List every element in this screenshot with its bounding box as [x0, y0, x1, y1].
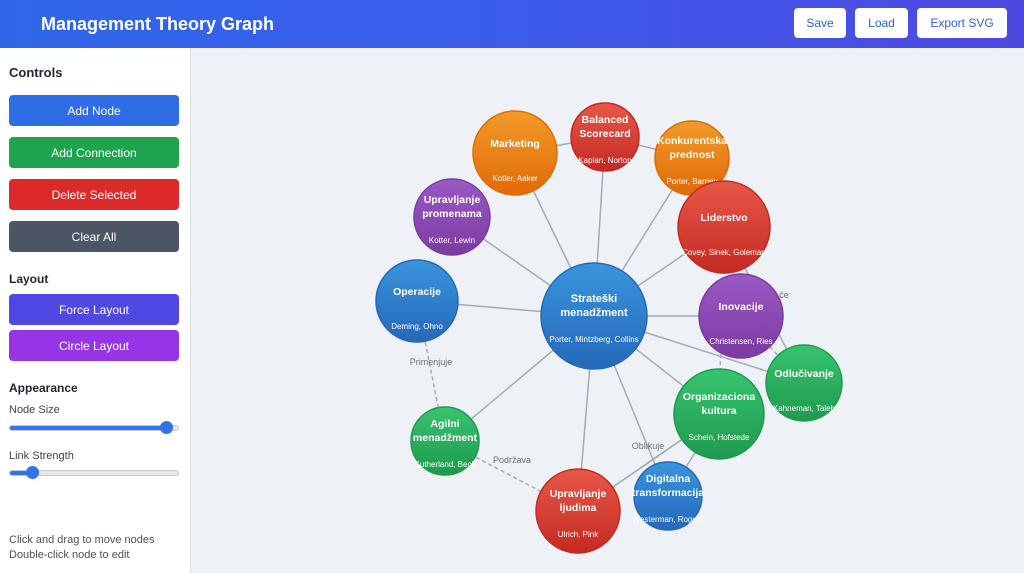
node-title-orgk: Organizaciona	[683, 391, 756, 403]
node-title-upro: promenama	[422, 208, 482, 220]
node-authors-oper: Deming, Ohno	[391, 322, 443, 331]
node-title-lider: Liderstvo	[700, 212, 747, 224]
node-authors-inov: Christensen, Ries	[709, 337, 772, 346]
link-strength-label: Link Strength	[9, 450, 74, 462]
node-size-slider-thumb[interactable]	[160, 421, 174, 434]
node-title-oper: Operacije	[393, 286, 441, 298]
node-authors-lider: Covey, Sinek, Goleman	[682, 248, 765, 257]
node-circle-lider[interactable]	[677, 180, 771, 274]
node-size-label: Node Size	[9, 404, 60, 416]
node-title-inov: Inovacije	[719, 301, 764, 313]
app-header: Management Theory Graph Save Load Export…	[0, 0, 1024, 48]
node-size-slider-fill	[10, 426, 167, 430]
node-title-digt: Digitalna	[646, 473, 690, 485]
add-connection-button[interactable]: Add Connection	[9, 137, 179, 168]
load-button[interactable]: Load	[855, 8, 908, 38]
node-circle-agil[interactable]	[410, 406, 480, 476]
graph-canvas[interactable]: PrimenjujePodržavaZčeOblikuje Strateškim…	[192, 48, 1024, 573]
node-circle-oper[interactable]	[375, 259, 459, 343]
clear-all-button[interactable]: Clear All	[9, 221, 179, 252]
link-label-inov-odl: če	[779, 290, 789, 300]
node-authors-marketing: Kotler, Aaker	[492, 174, 538, 183]
node-title-bsc: Scorecard	[579, 128, 630, 140]
controls-heading: Controls	[9, 65, 63, 80]
add-node-button[interactable]: Add Node	[9, 95, 179, 126]
delete-selected-button[interactable]: Delete Selected	[9, 179, 179, 210]
node-circle-digt[interactable]	[633, 461, 703, 531]
link-label-orgk-ulj: Oblikuje	[632, 441, 665, 451]
app-title: Management Theory Graph	[41, 13, 275, 34]
node-title-konk: Konkurentska	[657, 135, 727, 147]
node-title-odl: Odlučivanje	[774, 368, 834, 380]
link-label-oper-agil: Primenjuje	[410, 357, 453, 367]
link-strength-slider-fill	[10, 471, 32, 475]
node-size-slider[interactable]	[9, 421, 179, 434]
link-strength-slider[interactable]	[9, 466, 179, 479]
node-title-strat: menadžment	[560, 307, 628, 319]
node-title-marketing: Marketing	[490, 138, 540, 150]
node-authors-upro: Kotter, Lewin	[429, 236, 475, 245]
node-circle-ulj[interactable]	[535, 468, 621, 554]
node-circle-inov[interactable]	[698, 273, 784, 359]
node-circle-strat[interactable]	[540, 262, 648, 370]
node-title-strat: Strateški	[571, 293, 617, 305]
node-authors-strat: Porter, Mintzberg, Collins	[549, 335, 638, 344]
sidebar: Controls Add Node Add Connection Delete …	[0, 48, 191, 573]
node-title-bsc: Balanced	[582, 114, 629, 126]
export-svg-button[interactable]: Export SVG	[917, 8, 1007, 38]
node-title-konk: prednost	[670, 149, 715, 161]
node-title-ulj: Upravljanje	[550, 488, 607, 500]
header-actions: Save Load Export SVG	[794, 8, 1007, 38]
node-authors-agil: Sutherland, Beck	[415, 460, 477, 469]
node-circle-upro[interactable]	[413, 178, 491, 256]
link-label-agil-ulj: Podržava	[493, 455, 531, 465]
graph-svg[interactable]: PrimenjujePodržavaZčeOblikuje Strateškim…	[192, 48, 1024, 573]
save-button[interactable]: Save	[794, 8, 846, 38]
node-circle-odl[interactable]	[765, 344, 843, 422]
node-title-digt: transformacija	[632, 487, 705, 499]
node-authors-orgk: Schein, Hofstede	[689, 433, 750, 442]
node-circle-orgk[interactable]	[673, 368, 765, 460]
node-authors-ulj: Ulrich, Pink	[558, 530, 599, 539]
node-title-agil: menadžment	[413, 432, 478, 444]
node-authors-bsc: Kaplan, Norton	[578, 156, 631, 165]
node-title-agil: Agilni	[430, 418, 459, 430]
layout-heading: Layout	[9, 272, 49, 286]
appearance-heading: Appearance	[9, 381, 78, 395]
circle-layout-button[interactable]: Circle Layout	[9, 330, 179, 361]
node-title-orgk: kultura	[701, 405, 736, 417]
node-authors-konk: Porter, Barney	[666, 177, 717, 186]
link-strength-slider-thumb[interactable]	[25, 466, 39, 479]
force-layout-button[interactable]: Force Layout	[9, 294, 179, 325]
node-title-upro: Upravljanje	[424, 194, 481, 206]
node-authors-odl: Kahneman, Taleb	[773, 404, 836, 413]
hint-edit: Double-click node to edit	[9, 549, 130, 561]
hint-drag: Click and drag to move nodes	[9, 534, 155, 546]
node-title-ulj: ljudima	[560, 502, 597, 514]
node-authors-digt: Westerman, Rogers	[633, 515, 704, 524]
node-circle-marketing[interactable]	[472, 110, 558, 196]
node-circle-bsc[interactable]	[570, 102, 640, 172]
